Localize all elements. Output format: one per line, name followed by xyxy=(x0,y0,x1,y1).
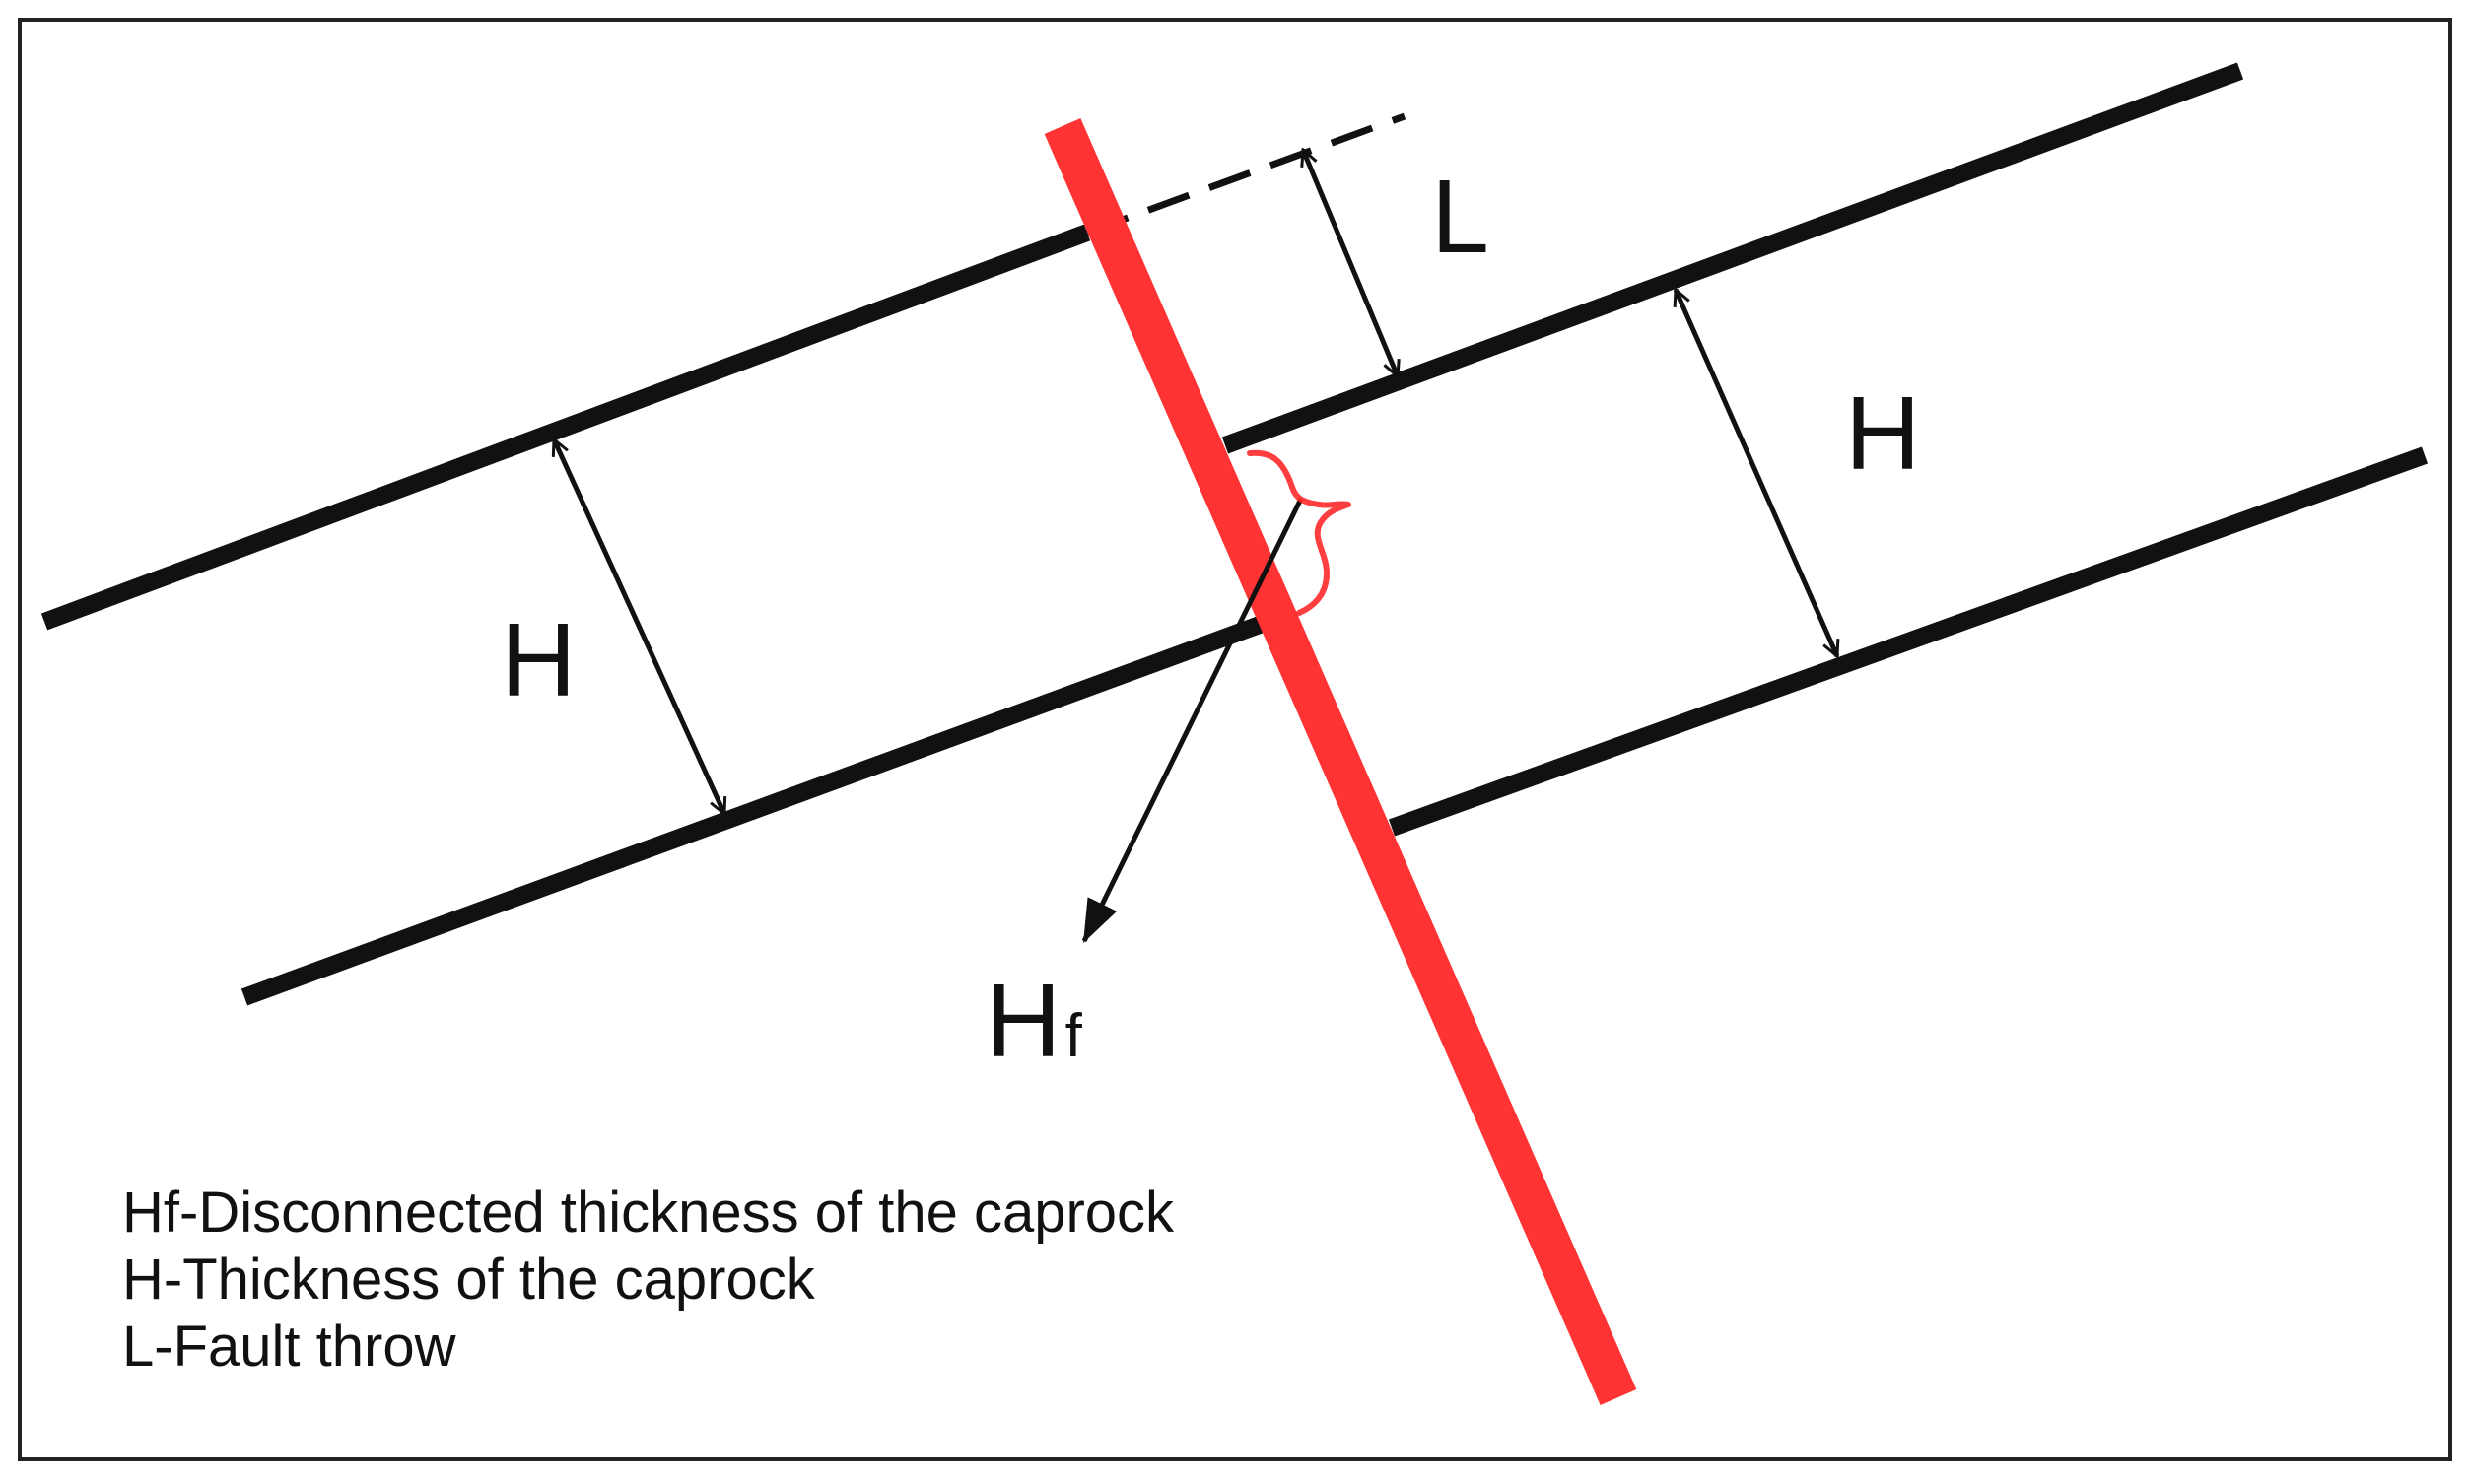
disconnected-thickness-label-main: H xyxy=(986,963,1062,1079)
thickness-label-right: H xyxy=(1845,375,1921,492)
thickness-arrow-right xyxy=(1676,290,1837,656)
legend-item-l: L-Fault throw xyxy=(122,1315,457,1379)
fault-throw-label: L xyxy=(1431,159,1489,275)
caprock-top-projection-dashed xyxy=(1085,112,1406,236)
legend: Hf-Disconnected thickness of the caprock… xyxy=(122,1180,1175,1379)
thickness-label-left: H xyxy=(501,602,577,718)
diagram-frame xyxy=(18,18,2452,1461)
legend-item-hf: Hf-Disconnected thickness of the caprock xyxy=(122,1180,1175,1245)
fault-line xyxy=(1044,117,1637,1406)
caprock-bottom-line-right xyxy=(1388,446,2429,837)
caprock-bottom-line-left xyxy=(240,616,1264,1006)
disconnected-thickness-bracket xyxy=(1247,449,1351,616)
disconnected-thickness-label: Hf xyxy=(986,963,1083,1079)
thickness-arrow-left xyxy=(551,439,727,814)
disconnected-thickness-label-subscript: f xyxy=(1065,1002,1083,1070)
caprock-top-line-left xyxy=(40,224,1091,631)
caprock-top-line-right xyxy=(1221,62,2244,454)
fault-throw-arrow xyxy=(1303,150,1398,376)
disconnected-thickness-leader-arrow xyxy=(1081,497,1304,943)
legend-item-h: H-Thickness of the caprock xyxy=(122,1248,816,1312)
